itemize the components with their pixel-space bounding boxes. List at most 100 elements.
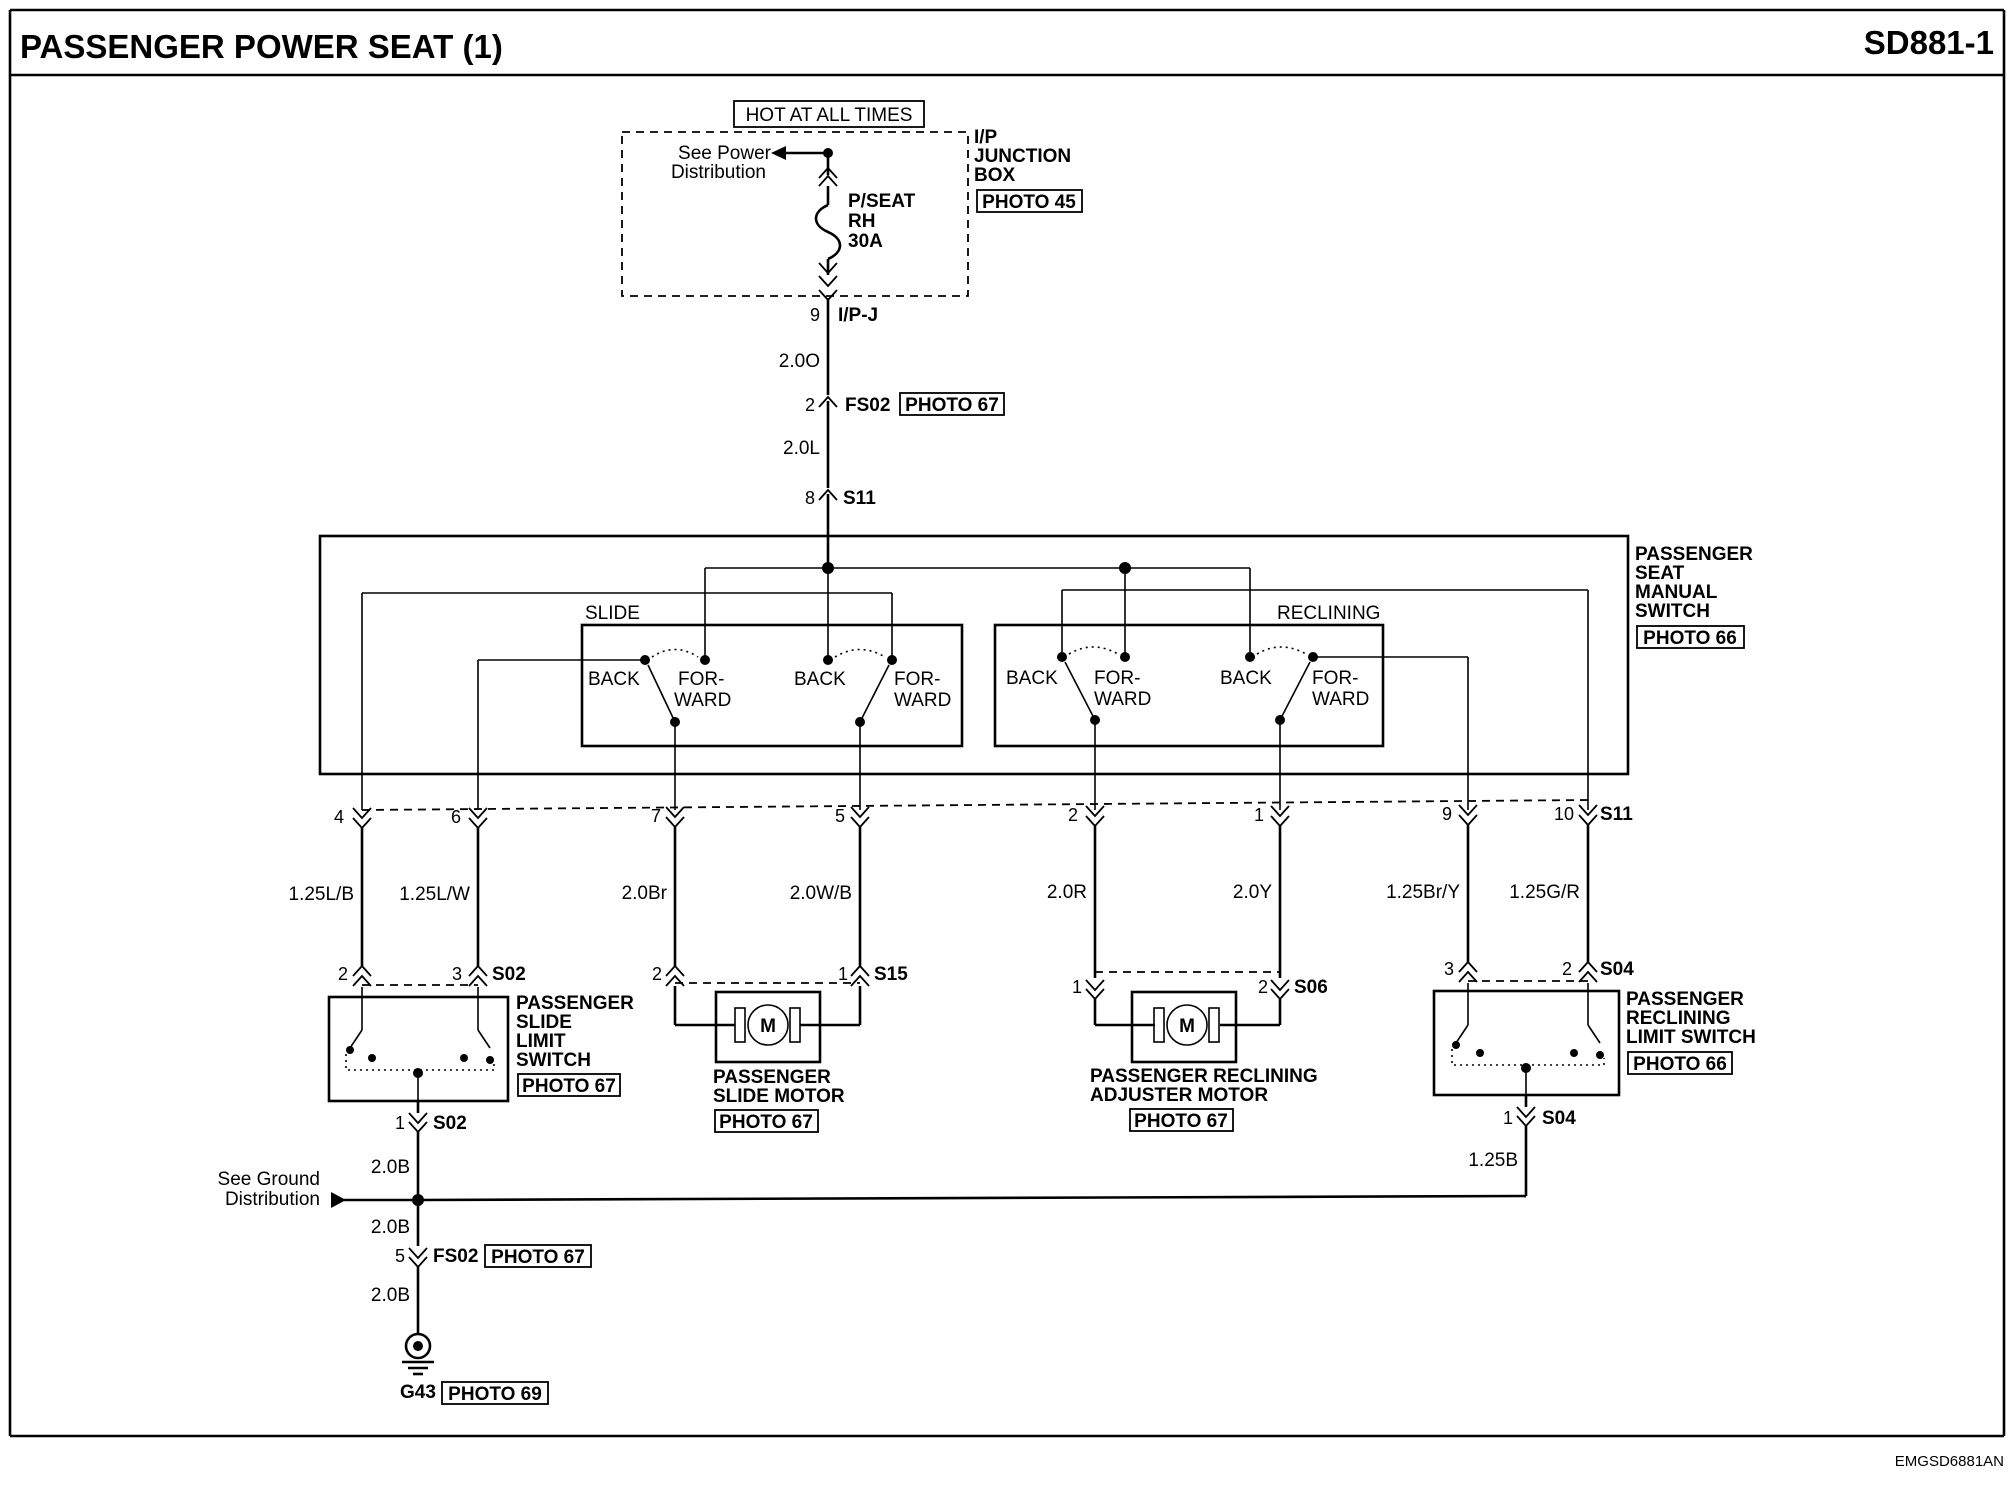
hot-at-all-times-label: HOT AT ALL TIMES	[746, 105, 913, 126]
motor-icon	[1166, 1004, 1208, 1046]
reclining-motor-name-1: PASSENGER RECLINING	[1090, 1066, 1318, 1087]
slide-limit-name-4: SWITCH	[516, 1050, 591, 1071]
reclining-forward-1b: WARD	[1094, 689, 1151, 710]
slide-motor-name-1: PASSENGER	[713, 1067, 831, 1088]
slide-limit-name-1: PASSENGER	[516, 993, 634, 1014]
s15-label: S15	[874, 964, 908, 985]
slide-forward-2a: FOR-	[894, 669, 940, 690]
s02-label-bottom: S02	[433, 1113, 467, 1134]
s11-pin-7: 7	[651, 806, 661, 826]
reclining-limit-switch: 3 2 S04 PASSENGER RECLINING LIMIT SWITCH…	[1432, 959, 1756, 1196]
s04-pin-a: 3	[1444, 959, 1454, 979]
wire-2-0o: 2.0O	[779, 351, 820, 372]
slide-label: SLIDE	[585, 603, 640, 624]
junction-box-label-3: BOX	[974, 165, 1016, 186]
slide-back-1: BACK	[588, 669, 640, 690]
fs02-photo: PHOTO 67	[905, 395, 999, 416]
manual-switch: PASSENGER SEAT MANUAL SWITCH PHOTO 66 SL…	[318, 534, 1753, 810]
wire-1-25l-w: 1.25L/W	[399, 884, 470, 905]
reclining-motor-photo: PHOTO 67	[1134, 1111, 1228, 1132]
wire-2-0b-a: 2.0B	[371, 1157, 410, 1178]
s02-ground-pin: 1	[395, 1113, 405, 1133]
reclining-label: RECLINING	[1277, 603, 1380, 624]
page-frame	[8, 8, 2006, 1438]
fs02-pin: 2	[805, 395, 815, 415]
hot-at-all-times-box	[733, 100, 925, 128]
s11-connector-row: 4 6 7 5 2 1 9 10 S11 1.25L/B 1.25L/W 2.0…	[289, 799, 1633, 978]
s04-label-top: S04	[1600, 959, 1634, 980]
s04-ground-pin: 1	[1503, 1108, 1513, 1128]
slide-limit-photo: PHOTO 67	[522, 1076, 616, 1097]
wire-2-0r: 2.0R	[1047, 882, 1087, 903]
s11-pin-6: 6	[451, 807, 461, 827]
slide-forward-2b: WARD	[894, 690, 951, 711]
slide-switch-box	[580, 623, 964, 748]
junction-box-outline	[621, 131, 969, 297]
main-feed-wire: 2.0O 2 FS02 PHOTO 67 2.0L 8 S11	[779, 298, 1005, 568]
manual-switch-name-3: MANUAL	[1635, 582, 1718, 603]
ground-circuit: See Ground Distribution 2.0B 1.25B 2.0B …	[218, 1150, 1527, 1405]
wire-2-0br: 2.0Br	[622, 883, 668, 904]
fs02-ground-pin: 5	[395, 1246, 405, 1266]
wire-1-25g-r: 1.25G/R	[1509, 882, 1580, 903]
s02-label-top: S02	[492, 964, 526, 985]
fuse-label-1: P/SEAT	[848, 191, 916, 212]
page-title: PASSENGER POWER SEAT (1)	[20, 28, 503, 65]
wire-2-0b-c: 2.0B	[371, 1285, 410, 1306]
s04-label-bottom: S04	[1542, 1108, 1576, 1129]
see-ground-line2: Distribution	[225, 1189, 320, 1210]
reclining-motor-symbol: M	[1179, 1016, 1195, 1037]
manual-switch-outline	[318, 534, 1630, 776]
manual-switch-photo: PHOTO 66	[1643, 628, 1737, 649]
s06-pin-b: 2	[1258, 977, 1268, 997]
ipj-pin: 9	[810, 305, 820, 325]
slide-limit-switch: 2 3 S02 PASSENGER SLIDE LIMIT SWITCH PHO…	[327, 964, 634, 1200]
junction-box-label-1: I/P	[974, 127, 998, 148]
s06-pin-a: 1	[1072, 977, 1082, 997]
reclining-back-2: BACK	[1220, 668, 1272, 689]
see-power-line1: See Power	[678, 143, 772, 164]
slide-back-2: BACK	[794, 669, 846, 690]
slide-motor-photo: PHOTO 67	[719, 1112, 813, 1133]
ip-junction-box: HOT AT ALL TIMES See Power Distribution …	[621, 100, 1083, 326]
manual-switch-name-2: SEAT	[1635, 563, 1685, 584]
s02-pin-a: 2	[338, 964, 348, 984]
arrow-right-icon	[331, 1192, 346, 1208]
motor-icon	[747, 1004, 789, 1046]
g43-label: G43	[400, 1382, 436, 1403]
arrow-left-icon	[771, 146, 786, 160]
manual-switch-name-1: PASSENGER	[1635, 544, 1753, 565]
slide-limit-name-3: LIMIT	[516, 1031, 566, 1052]
s11-pin-4: 4	[334, 807, 344, 827]
s11-pin-2: 2	[1068, 805, 1078, 825]
s11-label: S11	[843, 488, 876, 509]
reclining-motor-name-2: ADJUSTER MOTOR	[1090, 1085, 1268, 1106]
junction-photo: PHOTO 45	[982, 192, 1076, 213]
s11-connector-label: S11	[1600, 804, 1633, 825]
footer-code: EMGSD6881AN	[1895, 1453, 2004, 1470]
wire-2-0b-b: 2.0B	[371, 1217, 410, 1238]
junction-box-label-2: JUNCTION	[974, 146, 1071, 167]
reclining-forward-1a: FOR-	[1094, 668, 1140, 689]
s15-pin-a: 2	[652, 964, 662, 984]
wire-2-0l: 2.0L	[783, 438, 820, 459]
slide-forward-1b: WARD	[674, 690, 731, 711]
slide-motor: 2 1 S15 M PASSENGER SLIDE MOTOR PHOTO 67	[652, 964, 908, 1133]
fuse-icon	[814, 203, 842, 261]
see-power-line2: Distribution	[671, 162, 766, 183]
slide-limit-name-2: SLIDE	[516, 1012, 572, 1033]
junction-photo-box	[976, 189, 1083, 213]
s11-connectors	[352, 804, 1598, 830]
reclining-back-1: BACK	[1006, 668, 1058, 689]
reclining-forward-2b: WARD	[1312, 689, 1369, 710]
s04-pin-b: 2	[1562, 959, 1572, 979]
wire-1-25br-y: 1.25Br/Y	[1386, 882, 1460, 903]
s06-label: S06	[1294, 977, 1328, 998]
see-ground-line1: See Ground	[218, 1169, 320, 1190]
slide-motor-symbol: M	[760, 1016, 776, 1037]
slide-forward-1a: FOR-	[678, 669, 724, 690]
fuse-label-2: RH	[848, 211, 875, 232]
slide-motor-outline	[714, 990, 822, 1064]
fuse-label-3: 30A	[848, 231, 883, 252]
